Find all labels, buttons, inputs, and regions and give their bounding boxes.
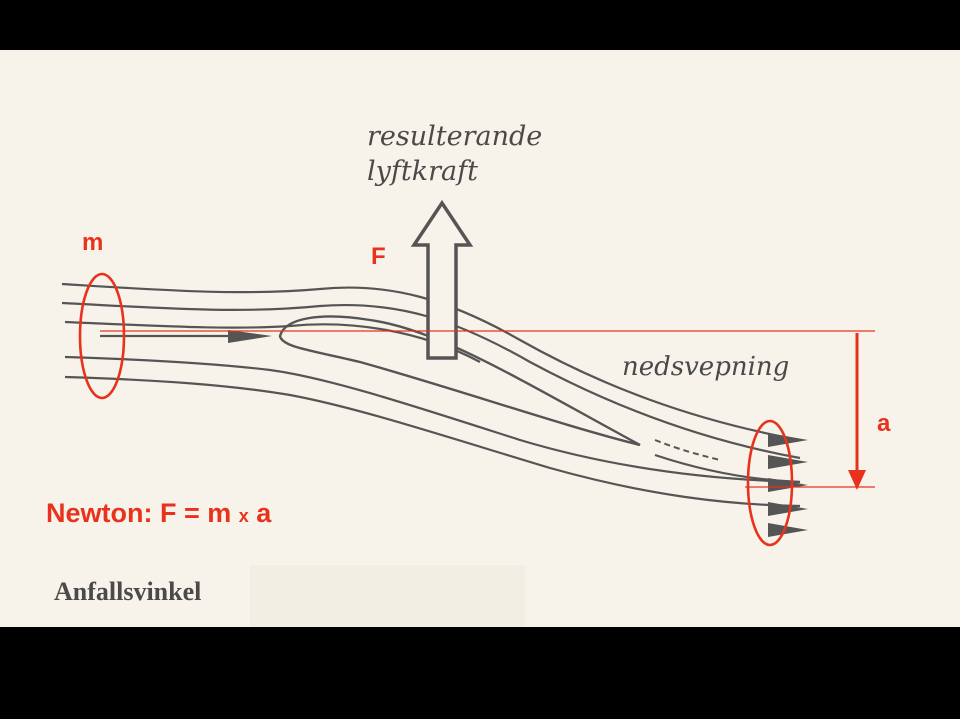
streamline-top-3 (64, 320, 481, 363)
outflow-arrowhead-3 (768, 478, 808, 492)
lift-arrow (410, 199, 474, 360)
outflow-arrowhead-1 (768, 433, 808, 447)
outflow-arrowhead-4 (768, 502, 808, 516)
newton-formula: Newton: F = m x a (46, 498, 272, 528)
stagnation-arrowhead (228, 330, 272, 343)
newton-formula-suffix: a (249, 498, 273, 528)
streamline-bottom-1 (64, 355, 801, 484)
mass-outflow-ellipse (746, 419, 794, 547)
angle-of-attack-caption: Anfallsvinkel (54, 577, 201, 606)
streamline-bottom-2 (64, 375, 801, 508)
newton-formula-prefix: Newton: F = m (46, 498, 239, 528)
scan-band (250, 565, 525, 627)
outflow-arrowhead-2 (768, 455, 808, 469)
lift-label-line2: lyftkraft (367, 156, 478, 187)
acceleration-arrowhead (848, 470, 866, 490)
force-label: F (371, 243, 386, 270)
downwash-label: nedsvepning (622, 352, 789, 382)
slide: resulterande lyftkraft nedsvepning m F a… (0, 50, 960, 627)
airfoil (278, 315, 641, 447)
acceleration-label: a (877, 410, 891, 437)
outflow-arrowhead-5 (768, 523, 808, 537)
wake-dashes (654, 439, 721, 461)
mass-inflow-ellipse (78, 272, 126, 400)
airfoil-diagram: resulterande lyftkraft nedsvepning m F a… (46, 121, 891, 606)
lift-label-line1: resulterande (367, 121, 542, 152)
mass-label: m (82, 229, 103, 256)
newton-formula-times: x (239, 506, 249, 526)
